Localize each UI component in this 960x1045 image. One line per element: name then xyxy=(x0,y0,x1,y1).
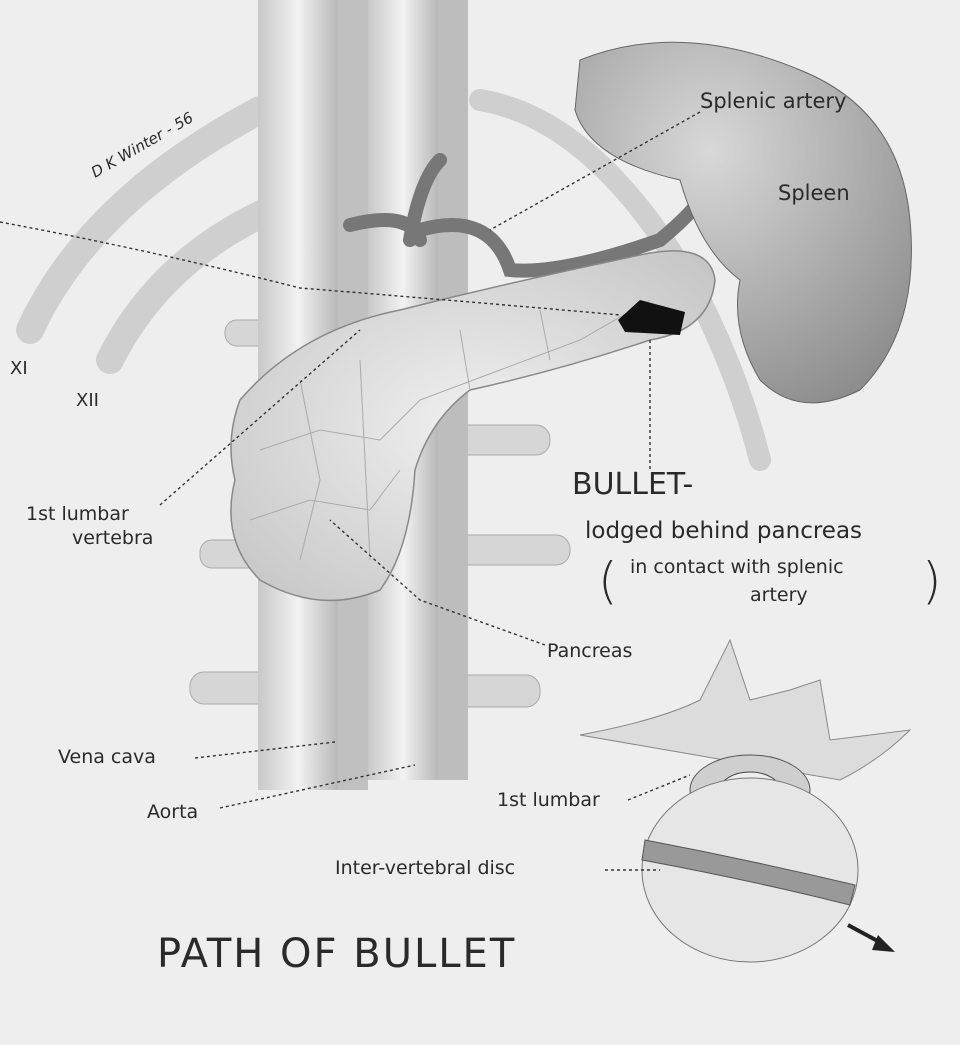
celiac-arteries xyxy=(343,153,707,278)
leader-lines xyxy=(159,111,701,871)
label-bullet-note-1: in contact with splenic xyxy=(630,556,844,578)
label-bullet: BULLET- xyxy=(572,467,693,502)
label-pancreas: Pancreas xyxy=(547,640,632,662)
paren-open: ( xyxy=(598,552,618,610)
diagram-title: PATH OF BULLET xyxy=(157,931,516,977)
label-splenic-artery: Splenic artery xyxy=(700,89,847,113)
label-first-lumbar-vertebra-1: 1st lumbar xyxy=(26,503,129,525)
direction-arrow-icon xyxy=(872,935,895,952)
vertebra-cross-section xyxy=(579,638,912,963)
pancreas-shape xyxy=(230,250,716,602)
label-intervertebral-disc: Inter-vertebral disc xyxy=(335,857,515,879)
label-bullet-desc: lodged behind pancreas xyxy=(585,518,862,544)
label-rib-xi: XI xyxy=(10,358,28,379)
label-vena-cava: Vena cava xyxy=(58,746,156,768)
paren-close: ) xyxy=(922,552,942,610)
pancreas-lobules xyxy=(249,299,651,561)
label-first-lumbar-vertebra-2: vertebra xyxy=(72,527,153,549)
label-spleen: Spleen xyxy=(778,181,850,205)
spleen-shape xyxy=(574,41,912,404)
label-bullet-note-2: artery xyxy=(750,584,808,606)
label-aorta: Aorta xyxy=(147,801,198,823)
bullet-shape xyxy=(618,300,685,335)
label-first-lumbar: 1st lumbar xyxy=(497,789,600,811)
label-rib-xii: XII xyxy=(76,390,99,411)
bullet-path-line xyxy=(0,221,621,316)
